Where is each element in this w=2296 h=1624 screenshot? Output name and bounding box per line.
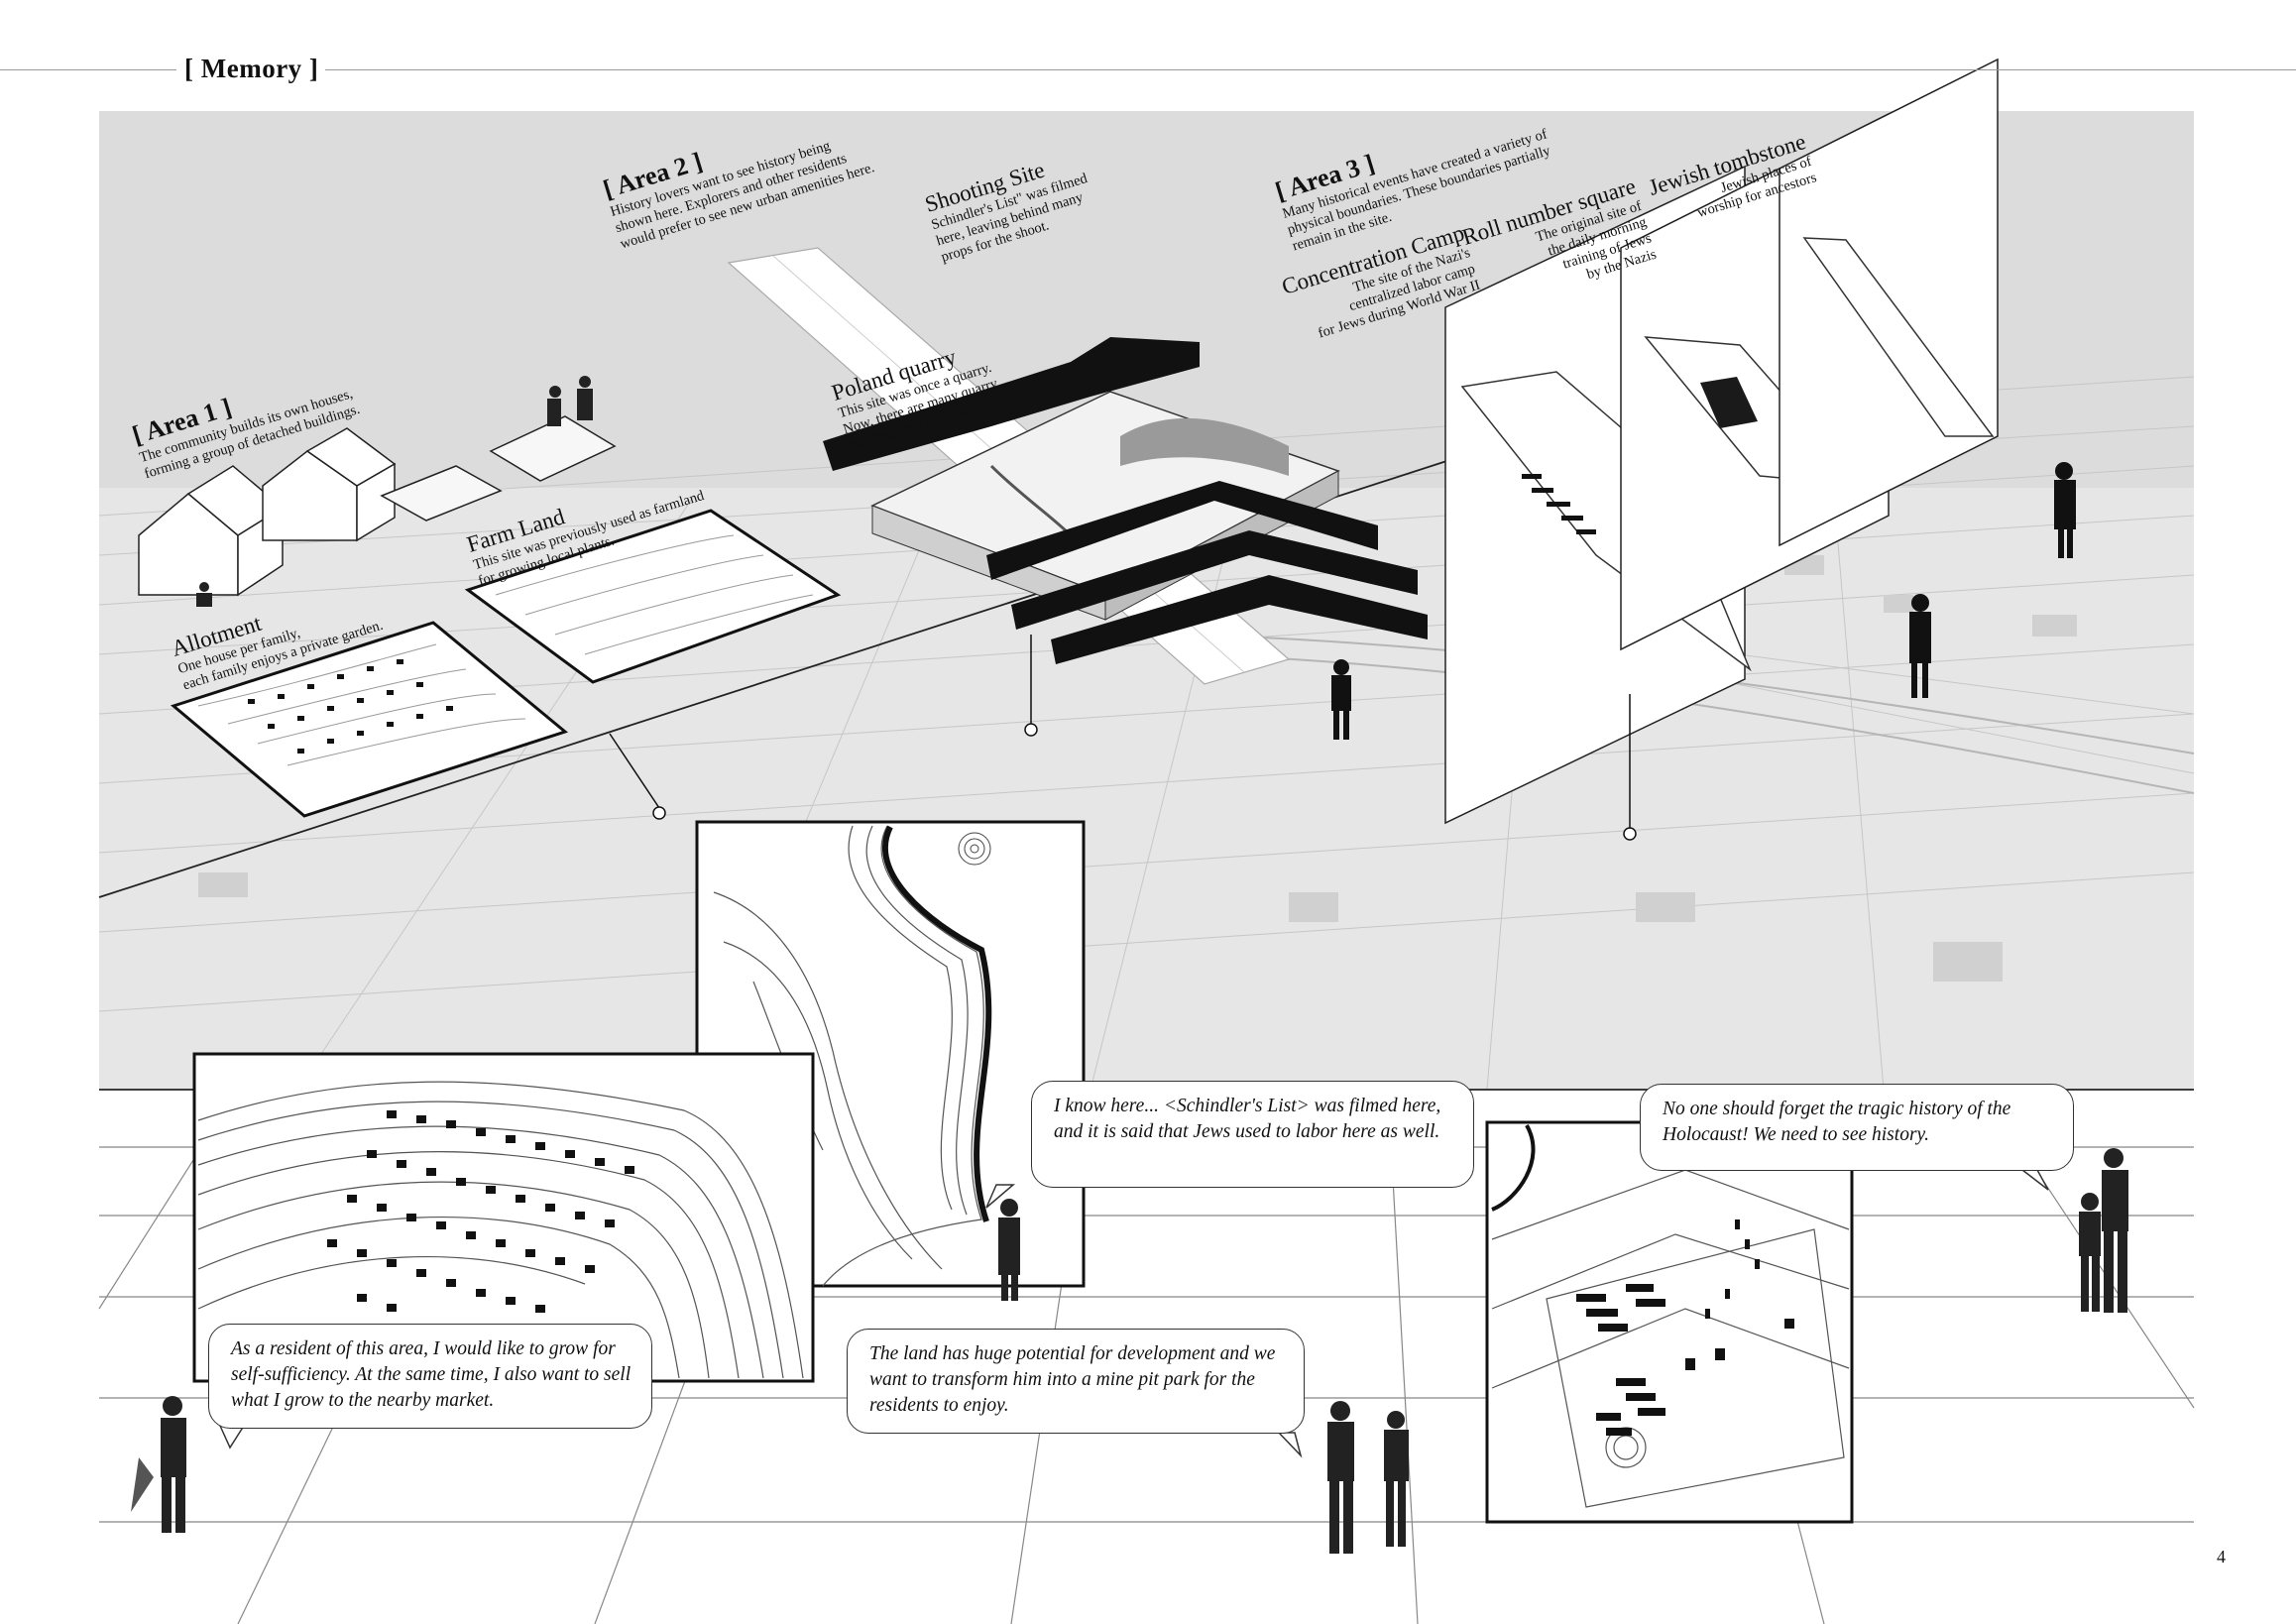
page-number: 4 bbox=[2217, 1547, 2226, 1567]
family-speech-bubble: No one should forget the tragic history … bbox=[1640, 1084, 2074, 1171]
camp-detail-map bbox=[1487, 1122, 1852, 1522]
header-rule-left bbox=[0, 69, 176, 70]
developer-speech-bubble: The land has huge potential for developm… bbox=[847, 1329, 1305, 1434]
resident-speech-bubble: As a resident of this area, I would like… bbox=[208, 1324, 652, 1429]
header-rule-right bbox=[325, 69, 2296, 70]
page-title: [ Memory ] bbox=[184, 54, 318, 84]
visitor-speech-bubble: I know here... <Schindler's List> was fi… bbox=[1031, 1081, 1474, 1188]
